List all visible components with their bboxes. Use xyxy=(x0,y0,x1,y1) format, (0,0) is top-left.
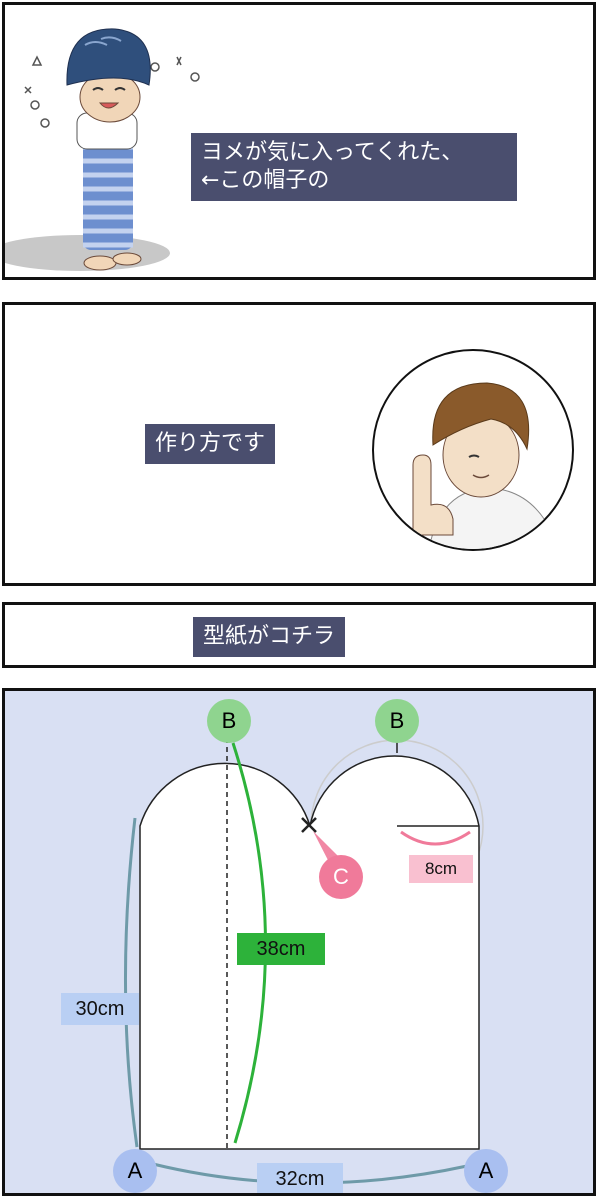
comic-panel-2: 作り方です xyxy=(2,302,596,586)
caption-line-2: ←この帽子の xyxy=(201,168,330,193)
caption-line-1: ヨメが気に入ってくれた、 xyxy=(201,140,464,165)
comic-panel-3: 型紙がコチラ xyxy=(2,602,596,668)
pattern-panel: B B C A A 38cm 30cm 32cm 8cm xyxy=(2,688,596,1196)
height-measure-line xyxy=(123,817,139,1148)
caption-box-1: ヨメが気に入ってくれた、 ←この帽子の xyxy=(191,133,517,201)
radius-arc-mark xyxy=(400,830,471,846)
point-b-right-badge: B xyxy=(375,699,419,743)
point-c-badge: C xyxy=(319,855,363,899)
point-a-left-badge: A xyxy=(113,1149,157,1193)
comic-panel-1: ヨメが気に入ってくれた、 ←この帽子の xyxy=(2,2,596,280)
radius-label: 8cm xyxy=(409,855,473,883)
curve-length-label: 38cm xyxy=(237,933,325,965)
cross-mark xyxy=(301,817,317,833)
width-label: 32cm xyxy=(257,1163,343,1193)
caption-box-2: 作り方です xyxy=(145,424,276,464)
caption-box-3: 型紙がコチラ xyxy=(193,617,346,657)
man-pointing-illustration xyxy=(372,349,574,551)
woman-with-hat-illustration xyxy=(5,28,200,271)
point-b-left-badge: B xyxy=(207,699,251,743)
point-a-right-badge: A xyxy=(464,1149,508,1193)
height-label: 30cm xyxy=(61,993,139,1025)
